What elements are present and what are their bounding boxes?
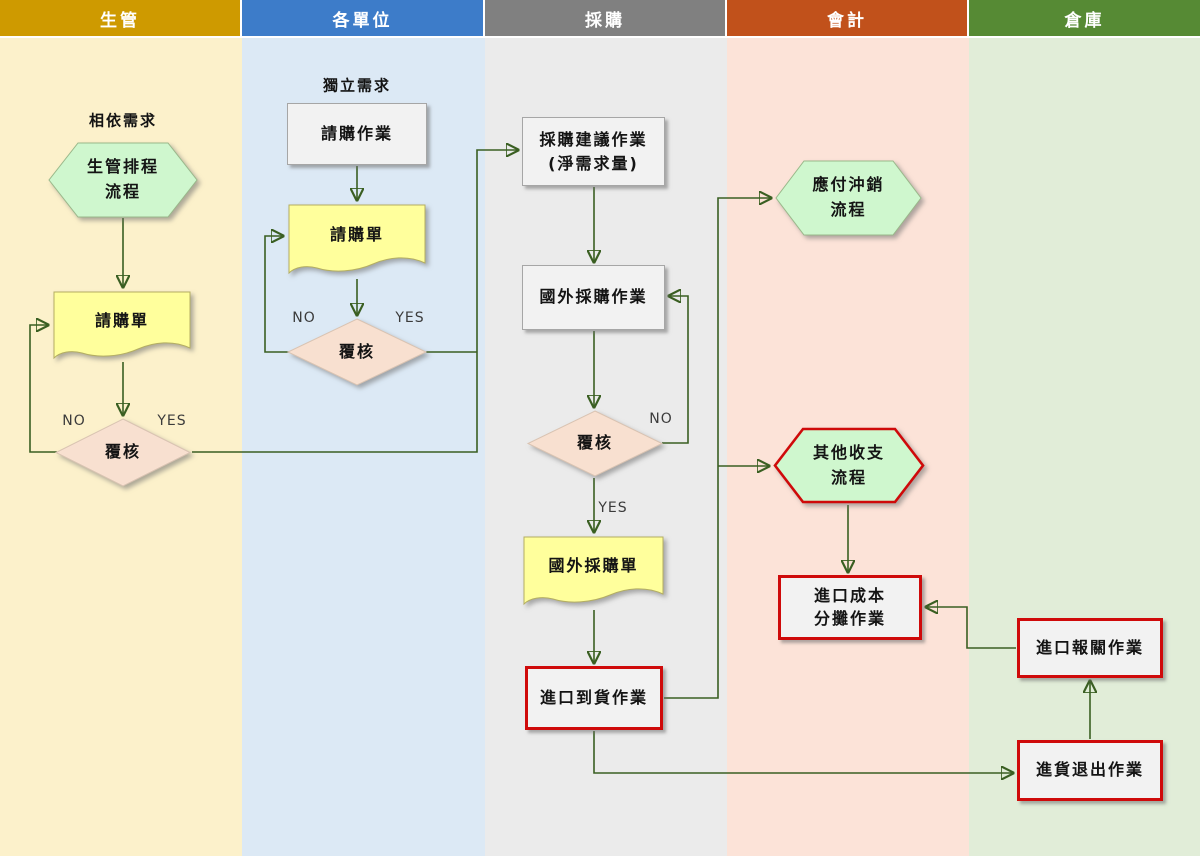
- review2-no-label: NO: [292, 310, 316, 326]
- review3-yes-label: YES: [598, 500, 628, 516]
- document-shape: [287, 203, 427, 279]
- edge-review2-no-loop: [264, 236, 290, 353]
- lane-header-units-label: 各單位: [332, 10, 393, 31]
- edge-review1-no-loop: [29, 325, 57, 453]
- edge-arrival-to-payable: [664, 198, 771, 699]
- node-purchase-request-doc-2-label: 請購單: [329, 224, 384, 244]
- hexagon-shape: [48, 142, 198, 218]
- node-foreign-purchase-process-label: 國外採購作業: [539, 287, 648, 307]
- node-purchase-return-process-label: 進貨退出作業: [1035, 760, 1144, 780]
- node-import-cost-allocation: 進口成本 分攤作業: [778, 575, 922, 640]
- lane-header-accounting-label: 會計: [827, 10, 867, 31]
- node-purchase-request-doc-2: 請購單: [287, 203, 427, 279]
- node-import-arrival-process: 進口到貨作業: [525, 666, 663, 730]
- annotation-dependent-demand: 相依需求: [88, 111, 158, 130]
- node-import-customs-process-label: 進口報關作業: [1035, 637, 1144, 657]
- lane-header-warehouse: 倉庫: [969, 0, 1200, 38]
- edge-arrival-to-return: [593, 731, 1013, 773]
- node-other-income-expense-flow: 其他收支 流程: [773, 427, 925, 504]
- node-foreign-purchase-process: 國外採購作業: [522, 265, 665, 330]
- node-foreign-purchase-order-doc-label: 國外採購單: [548, 556, 639, 576]
- node-import-cost-allocation-label: 進口成本 分攤作業: [813, 586, 886, 628]
- node-production-schedule-flow: 生管排程 流程: [48, 142, 198, 218]
- lane-header-purchasing-label: 採購: [585, 10, 625, 31]
- node-review-1-label: 覆核: [104, 442, 141, 462]
- node-payable-writeoff-flow: 應付沖銷 流程: [775, 160, 922, 236]
- node-review-1: 覆核: [55, 418, 191, 487]
- lane-header-warehouse-label: 倉庫: [1064, 10, 1105, 31]
- edge-customs-to-allocation: [926, 607, 1016, 649]
- decision-shape: [287, 318, 427, 386]
- decision-shape: [527, 410, 663, 477]
- node-import-arrival-process-label: 進口到貨作業: [539, 687, 648, 707]
- annotation-independent-demand: 獨立需求: [322, 76, 392, 95]
- node-purchase-request-process-label: 請購作業: [320, 123, 393, 143]
- node-payable-writeoff-flow-label: 應付沖銷 流程: [812, 175, 885, 219]
- node-foreign-purchase-order-doc: 國外採購單: [522, 535, 665, 610]
- node-review-2: 覆核: [287, 318, 427, 386]
- lane-bg-warehouse: [969, 38, 1200, 856]
- review3-no-label: NO: [649, 411, 673, 427]
- node-purchase-request-doc-1-label: 請購單: [94, 310, 149, 330]
- decision-shape: [55, 418, 191, 487]
- node-import-customs-process: 進口報關作業: [1017, 618, 1163, 678]
- lane-header-purchasing: 採購: [485, 0, 727, 38]
- lane-header-accounting: 會計: [727, 0, 969, 38]
- hexagon-red-shape: [773, 427, 925, 504]
- node-other-income-expense-flow-label: 其他收支 流程: [812, 442, 885, 487]
- node-purchase-suggestion: 採購建議作業 (淨需求量): [522, 117, 665, 186]
- review2-yes-label: YES: [395, 310, 425, 326]
- review1-no-label: NO: [62, 413, 86, 429]
- edge-review3-no-loop: [662, 296, 689, 444]
- node-review-3: 覆核: [527, 410, 663, 477]
- review1-yes-label: YES: [157, 413, 187, 429]
- node-review-3-label: 覆核: [576, 433, 613, 453]
- document-shape: [52, 290, 192, 364]
- hexagon-shape: [775, 160, 922, 236]
- document-shape: [522, 535, 665, 610]
- node-purchase-return-process: 進貨退出作業: [1017, 740, 1163, 801]
- lane-header-production-label: 生管: [100, 10, 140, 31]
- node-purchase-request-process: 請購作業: [287, 103, 427, 165]
- lane-header-units: 各單位: [242, 0, 485, 38]
- node-purchase-suggestion-label: 採購建議作業 (淨需求量): [539, 130, 648, 173]
- node-purchase-request-doc-1: 請購單: [52, 290, 192, 364]
- lane-header-production: 生管: [0, 0, 242, 38]
- edge-review1-yes-to-suggestion: [192, 150, 518, 453]
- node-review-2-label: 覆核: [338, 341, 375, 361]
- lane-bg-units: [242, 38, 485, 856]
- node-production-schedule-flow-label: 生管排程 流程: [86, 157, 159, 201]
